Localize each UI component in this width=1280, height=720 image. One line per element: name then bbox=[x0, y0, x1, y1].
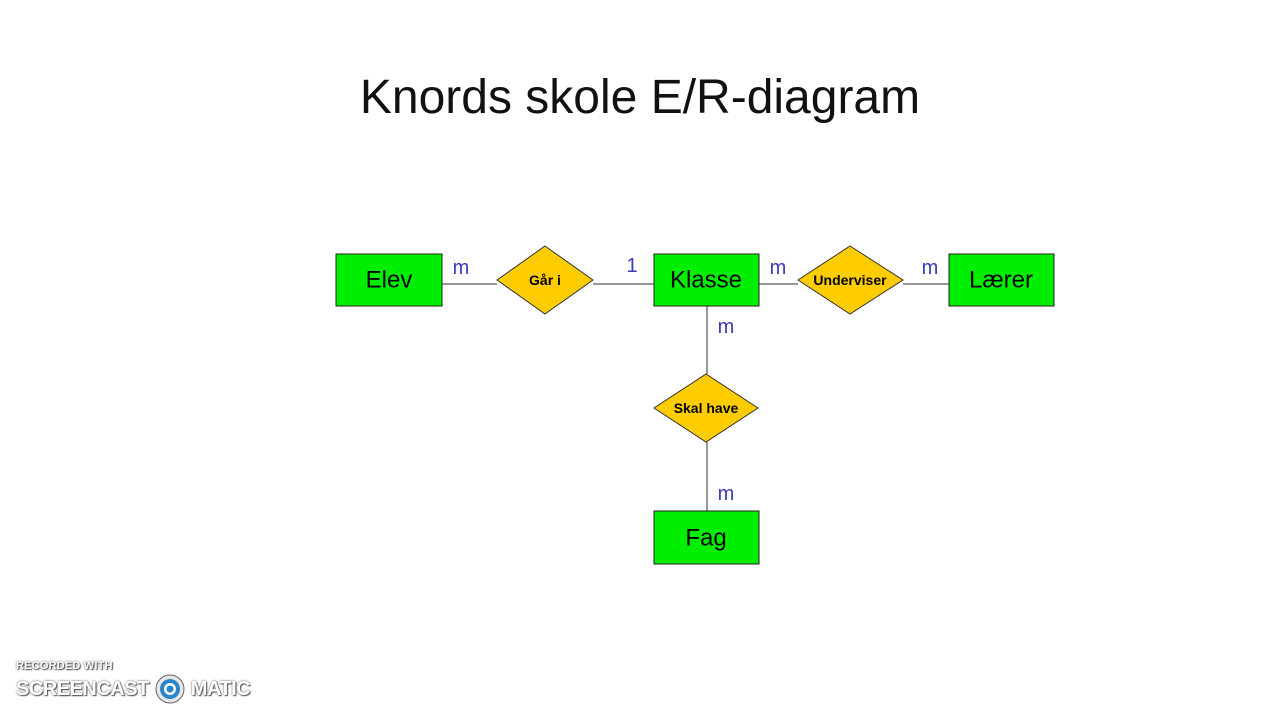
entity-klasse-label: Klasse bbox=[670, 267, 742, 294]
entity-klasse[interactable]: Klasse bbox=[653, 253, 760, 307]
entity-elev-label: Elev bbox=[366, 267, 413, 294]
relationship-gaar-i-label: Går i bbox=[529, 272, 561, 288]
watermark-brand-row: SCREENCAST MATIC bbox=[16, 674, 251, 704]
relationship-underviser[interactable]: Underviser bbox=[797, 245, 904, 315]
screencast-watermark: RECORDED WITH SCREENCAST MATIC bbox=[16, 660, 251, 704]
relationship-skal-have[interactable]: Skal have bbox=[653, 373, 759, 443]
cardinality-klasse-skal-have: m bbox=[718, 316, 735, 338]
slide-title: Knords skole E/R-diagram bbox=[359, 71, 921, 124]
watermark-screencast: SCREENCAST bbox=[16, 677, 149, 700]
cardinality-fag-skal-have: m bbox=[718, 483, 735, 505]
watermark-matic: MATIC bbox=[190, 677, 251, 700]
relationship-gaar-i[interactable]: Går i bbox=[496, 245, 594, 315]
cardinality-klasse-gaar-i: 1 bbox=[626, 255, 637, 277]
relationship-skal-have-label: Skal have bbox=[674, 400, 739, 416]
entity-laerer[interactable]: Lærer bbox=[948, 253, 1055, 307]
cardinality-klasse-underviser: m bbox=[770, 257, 787, 279]
entity-laerer-label: Lærer bbox=[969, 267, 1033, 294]
watermark-recorded-with: RECORDED WITH bbox=[16, 660, 113, 672]
entity-elev[interactable]: Elev bbox=[335, 253, 443, 307]
entity-fag[interactable]: Fag bbox=[653, 510, 760, 565]
cardinality-laerer-underviser: m bbox=[922, 257, 939, 279]
entity-fag-label: Fag bbox=[685, 525, 726, 552]
screencast-logo-icon bbox=[155, 674, 185, 704]
cardinality-elev-gaar-i: m bbox=[453, 257, 470, 279]
relationship-underviser-label: Underviser bbox=[813, 272, 887, 288]
